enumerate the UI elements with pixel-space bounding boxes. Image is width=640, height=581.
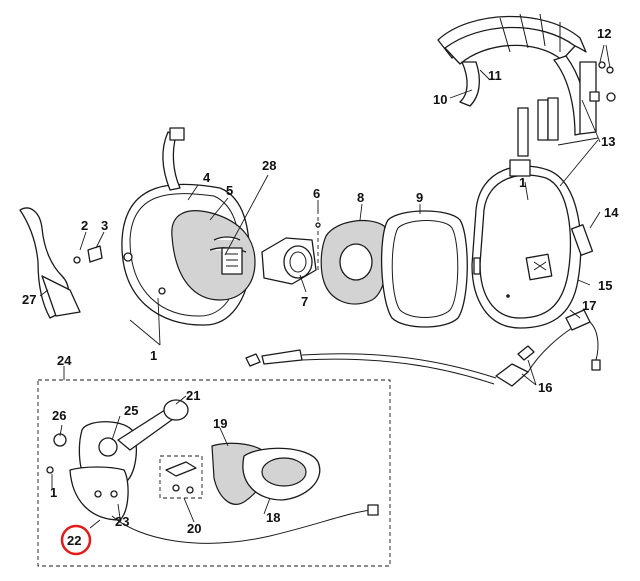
ear-cup-insert bbox=[171, 210, 256, 301]
highlight-circle bbox=[60, 524, 92, 556]
callout-labels: 1 1 1 2 3 4 5 6 7 8 9 10 11 12 13 14 15 … bbox=[22, 26, 619, 548]
callout-21: 21 bbox=[186, 388, 200, 403]
mounting-hardware-box bbox=[159, 455, 203, 499]
callout-24: 24 bbox=[57, 353, 72, 368]
callout-18: 18 bbox=[266, 510, 280, 525]
callout-27: 27 bbox=[22, 292, 36, 307]
callout-1: 1 bbox=[50, 485, 57, 500]
microphone-element bbox=[261, 210, 321, 285]
callout-9: 9 bbox=[416, 190, 423, 205]
boom-kit-box bbox=[37, 379, 391, 567]
callout-10: 10 bbox=[433, 92, 447, 107]
callout-26: 26 bbox=[52, 408, 66, 423]
callout-19: 19 bbox=[213, 416, 227, 431]
callout-7: 7 bbox=[301, 294, 308, 309]
callout-23: 23 bbox=[115, 514, 129, 529]
callout-13: 13 bbox=[601, 134, 615, 149]
callout-8: 8 bbox=[357, 190, 364, 205]
callout-1: 1 bbox=[150, 348, 157, 363]
coiled-cord bbox=[245, 309, 601, 387]
callout-20: 20 bbox=[187, 521, 201, 536]
callout-1: 1 bbox=[519, 175, 526, 190]
callout-6: 6 bbox=[313, 186, 320, 201]
foam-ear-insert bbox=[320, 219, 390, 305]
callout-11: 11 bbox=[488, 68, 502, 83]
callout-14: 14 bbox=[604, 205, 619, 220]
callout-3: 3 bbox=[101, 218, 108, 233]
callout-25: 25 bbox=[124, 403, 138, 418]
headband-assembly bbox=[437, 13, 597, 136]
ear-seal-cushion bbox=[380, 210, 468, 328]
callout-12: 12 bbox=[597, 26, 611, 41]
boom-mic-assembly bbox=[46, 399, 379, 544]
callout-2: 2 bbox=[81, 218, 88, 233]
right-ear-cup bbox=[471, 159, 594, 329]
headband-clips bbox=[517, 61, 616, 157]
callout-15: 15 bbox=[598, 278, 612, 293]
callout-17: 17 bbox=[582, 298, 596, 313]
callout-16: 16 bbox=[538, 380, 552, 395]
callout-5: 5 bbox=[226, 183, 233, 198]
windscreen bbox=[211, 442, 321, 505]
callout-22: 22 bbox=[67, 533, 81, 548]
callout-28: 28 bbox=[262, 158, 276, 173]
leader-lines bbox=[39, 44, 611, 529]
callout-4: 4 bbox=[203, 170, 211, 185]
